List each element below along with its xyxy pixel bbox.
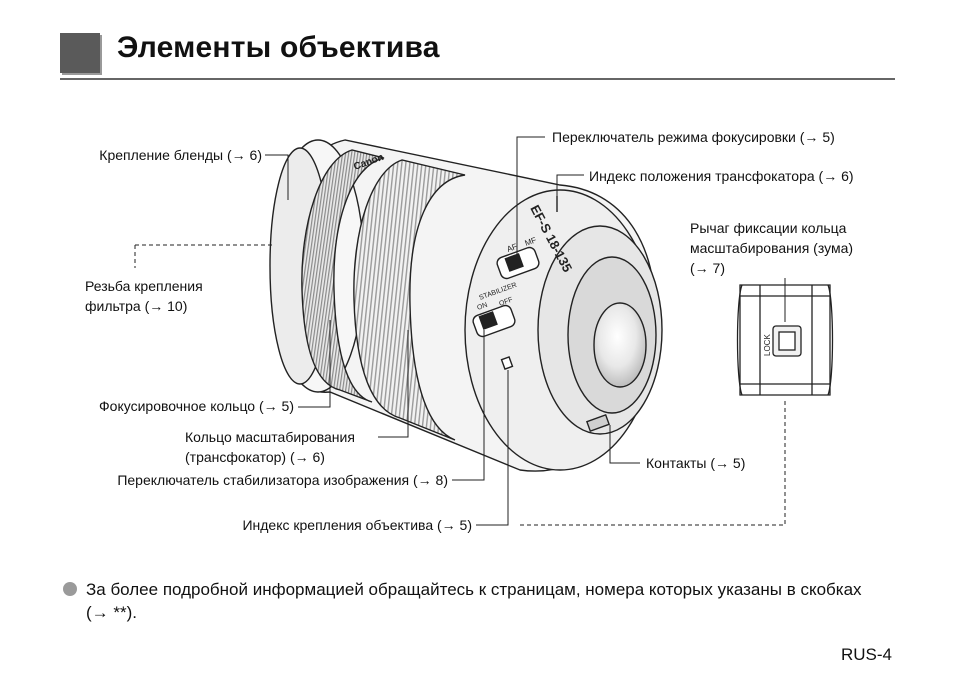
rear-element [593,302,647,388]
label-stabilizer-switch: Переключатель стабилизатора изображения … [117,472,448,488]
leader-lines [134,136,786,526]
lock-marking: LOCK [763,334,772,356]
stabilizer-off-marking: OFF [498,297,514,308]
label-zoom-ring-line1: Кольцо масштабирования [185,429,355,445]
stabilizer-on-marking: ON [476,302,488,312]
mf-marking: MF [524,235,538,247]
label-hood-mount: Крепление бленды (→ 6) [99,147,262,163]
footnote: За более подробной информацией обращайте… [86,580,862,622]
mount-index-mark [500,356,514,370]
leader-contacts [609,425,640,464]
label-zoom-ring: Кольцо масштабирования (трансфокатор) (→… [185,427,355,467]
electrical-contacts [585,413,611,433]
lens-body [269,139,663,472]
label-zoom-lock-lever: Рычаг фиксации кольца масштабирования (з… [690,218,853,278]
zoom-lock-inset [736,284,834,396]
title-square-icon [60,33,100,73]
label-zoom-lock-line2: масштабирования (зума) [690,240,854,256]
leader-zoom-index [556,174,584,200]
label-filter-thread-line2: фильтра (→ 10) [85,298,188,314]
focus-ring [301,149,385,403]
label-focus-ring: Фокусировочное кольцо (→ 5) [99,398,294,414]
zoom-ring [353,159,466,441]
page-number: RUS-4 [840,645,892,664]
title-divider [60,78,895,80]
label-mount-index: Индекс крепления объектива (→ 5) [242,517,472,533]
label-filter-thread-line1: Резьба крепления [85,278,203,294]
label-zoom-position-index: Индекс положения трансфокатора (→ 6) [589,168,854,184]
leader-focus-ring [298,320,331,408]
label-filter-thread: Резьба крепления фильтра (→ 10) [85,276,203,316]
leader-zoom-ring [378,330,409,438]
label-zoom-lock-line1: Рычаг фиксации кольца [690,220,847,236]
label-zoom-ring-line2: (трансфокатор) (→ 6) [185,449,325,465]
af-marking: AF [506,242,519,254]
bullet-icon [63,582,77,596]
page-title: Элементы объектива [117,31,440,64]
label-zoom-lock-line3: (→ 7) [690,260,725,276]
leader-focus-mode [516,136,545,260]
leader-stabilizer [452,330,485,481]
label-contacts: Контакты (→ 5) [646,455,746,471]
leader-hood-mount [265,154,289,200]
label-focus-mode-switch: Переключатель режима фокусировки (→ 5) [552,129,835,145]
leader-mount-index [476,370,509,526]
